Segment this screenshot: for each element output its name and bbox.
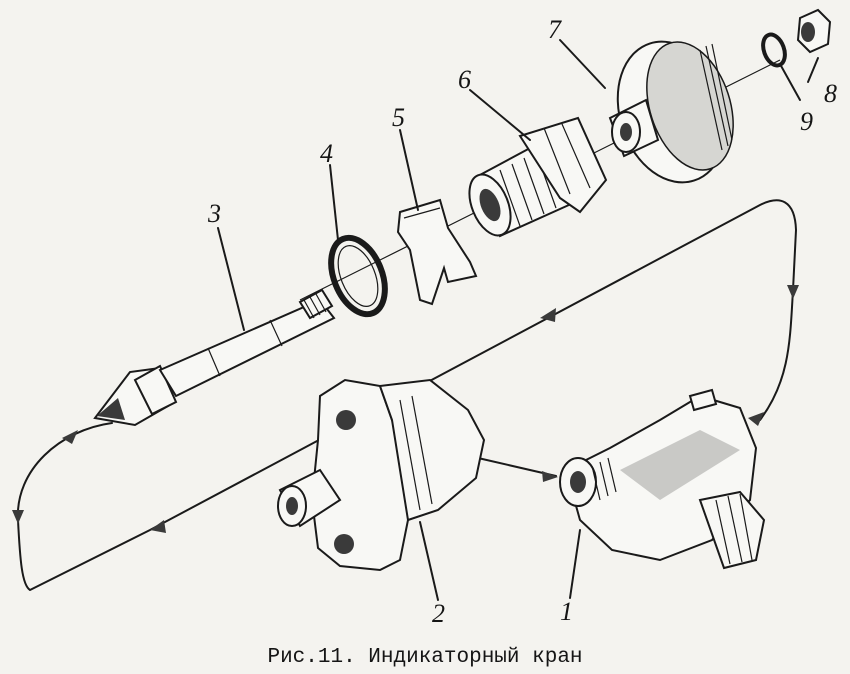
callout-1: 1 (560, 597, 573, 626)
flow-arrow-head (150, 520, 166, 533)
flow-arrow-head (12, 510, 24, 524)
flow-arrow-head (748, 412, 764, 426)
needle-stem-part-3 (93, 288, 336, 427)
flow-arrow-head (787, 285, 799, 299)
callout-2: 2 (432, 599, 445, 628)
callout-5: 5 (392, 103, 405, 132)
figure-caption: Рис.11. Индикаторный кран (267, 646, 582, 669)
callout-8: 8 (824, 79, 837, 108)
valve-body-part-1 (559, 388, 766, 570)
callout-9: 9 (800, 107, 813, 136)
threaded-union-part-6 (468, 116, 608, 238)
callout-labels: 1 2 3 4 5 6 7 8 9 (207, 15, 837, 628)
callout-4: 4 (320, 139, 333, 168)
lock-washer-part-5 (396, 198, 478, 306)
flow-arrow-head (62, 430, 78, 444)
callout-3: 3 (207, 199, 221, 228)
flow-arrow-head (540, 308, 556, 322)
flow-arrow-head (542, 471, 558, 482)
indicator-cap-part-7 (608, 40, 734, 184)
nut-part-8 (796, 8, 832, 54)
flange-body-part-2 (277, 378, 486, 572)
flow-arrows (12, 285, 799, 533)
washer-part-9 (761, 32, 787, 68)
callout-6: 6 (458, 65, 471, 94)
sealing-ring-part-4 (328, 234, 388, 318)
leader-lines (217, 39, 819, 601)
callout-7: 7 (548, 15, 562, 44)
